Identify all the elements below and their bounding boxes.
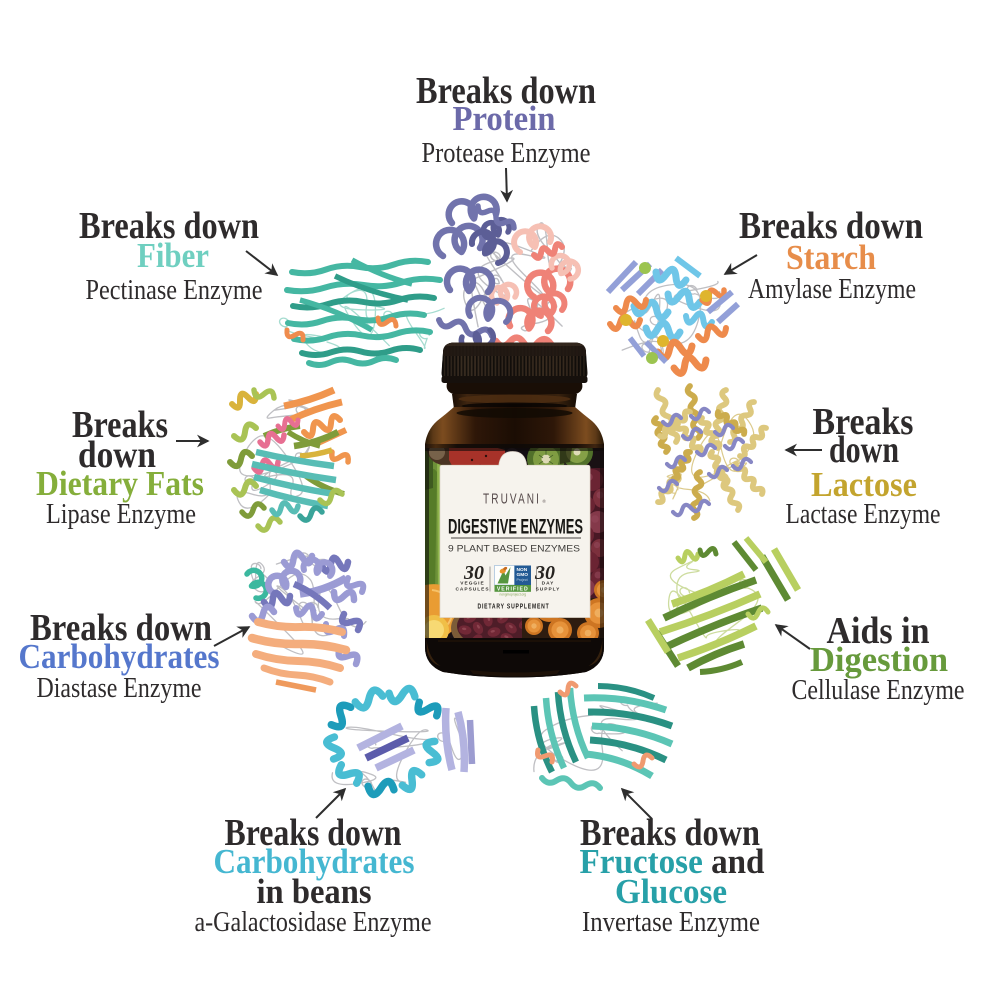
svg-text:Fiber: Fiber bbox=[137, 236, 209, 275]
svg-text:Cellulase Enzyme: Cellulase Enzyme bbox=[792, 675, 965, 706]
svg-text:Breaks down: Breaks down bbox=[79, 205, 259, 247]
svg-text:a-Galactosidase Enzyme: a-Galactosidase Enzyme bbox=[195, 907, 432, 938]
svg-text:NON: NON bbox=[517, 567, 528, 573]
svg-text:down: down bbox=[78, 434, 156, 476]
svg-text:Protease Enzyme: Protease Enzyme bbox=[422, 138, 591, 169]
svg-text:TRUVANI: TRUVANI bbox=[483, 492, 541, 508]
svg-text:Project: Project bbox=[517, 578, 528, 582]
svg-text:Breaks down: Breaks down bbox=[580, 812, 760, 854]
svg-text:VERIFIED: VERIFIED bbox=[497, 586, 529, 592]
svg-text:30: 30 bbox=[463, 562, 484, 584]
svg-text:Glucose: Glucose bbox=[615, 872, 727, 911]
svg-text:Carbohydrates: Carbohydrates bbox=[214, 842, 415, 881]
svg-text:VEGGIE: VEGGIE bbox=[460, 581, 484, 587]
svg-text:Lipase Enzyme: Lipase Enzyme bbox=[46, 499, 196, 530]
svg-text:Aids in: Aids in bbox=[827, 610, 930, 652]
svg-text:GMO: GMO bbox=[517, 572, 529, 578]
svg-text:Diastase Enzyme: Diastase Enzyme bbox=[37, 673, 202, 704]
svg-text:SUPPLY: SUPPLY bbox=[536, 587, 561, 593]
svg-text:Lactase Enzyme: Lactase Enzyme bbox=[786, 499, 941, 530]
svg-text:DIGESTIVE ENZYMES: DIGESTIVE ENZYMES bbox=[448, 515, 583, 539]
svg-text:Dietary Fats: Dietary Fats bbox=[36, 464, 204, 503]
svg-text:Digestion: Digestion bbox=[810, 640, 948, 679]
svg-text:30: 30 bbox=[534, 562, 555, 584]
svg-text:Breaks: Breaks bbox=[72, 404, 168, 446]
svg-text:Invertase Enzyme: Invertase Enzyme bbox=[582, 907, 760, 938]
svg-text:Fructose and: Fructose and bbox=[580, 842, 765, 881]
svg-text:Amylase Enzyme: Amylase Enzyme bbox=[748, 274, 916, 305]
svg-text:Starch: Starch bbox=[786, 238, 876, 277]
svg-text:nongmoproject.org: nongmoproject.org bbox=[500, 592, 527, 596]
svg-text:Carbohydrates: Carbohydrates bbox=[19, 637, 220, 676]
svg-text:9 PLANT BASED ENZYMES: 9 PLANT BASED ENZYMES bbox=[448, 544, 580, 554]
svg-text:®: ® bbox=[543, 498, 547, 504]
svg-text:Breaks down: Breaks down bbox=[30, 607, 212, 649]
svg-text:Protein: Protein bbox=[453, 99, 556, 138]
svg-text:Breaks down: Breaks down bbox=[225, 812, 402, 854]
svg-text:Breaks: Breaks bbox=[813, 401, 914, 443]
svg-text:Breaks down: Breaks down bbox=[416, 70, 596, 112]
svg-text:Breaks down: Breaks down bbox=[739, 205, 923, 247]
svg-text:CAPSULES: CAPSULES bbox=[455, 587, 489, 593]
svg-text:down: down bbox=[829, 429, 899, 471]
svg-text:Lactose: Lactose bbox=[811, 465, 917, 504]
svg-text:in beans: in beans bbox=[257, 872, 372, 911]
svg-text:DIETARY SUPPLEMENT: DIETARY SUPPLEMENT bbox=[478, 602, 550, 611]
svg-text:DAY: DAY bbox=[542, 581, 555, 587]
svg-text:Pectinase Enzyme: Pectinase Enzyme bbox=[86, 275, 263, 306]
